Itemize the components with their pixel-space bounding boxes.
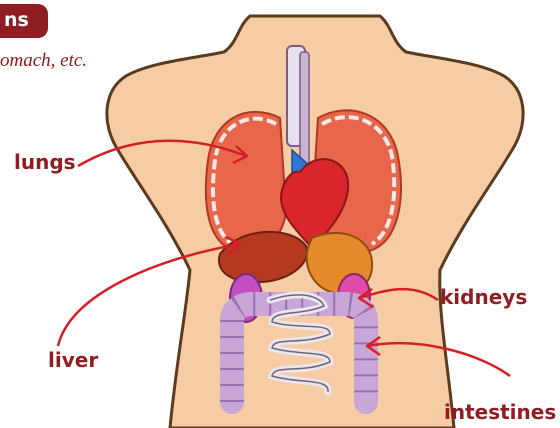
label-kidneys: kidneys bbox=[440, 285, 527, 309]
esophagus bbox=[300, 52, 309, 172]
label-lungs: lungs bbox=[14, 150, 76, 174]
label-liver: liver bbox=[48, 348, 98, 372]
label-intestines: intestines bbox=[444, 400, 556, 424]
